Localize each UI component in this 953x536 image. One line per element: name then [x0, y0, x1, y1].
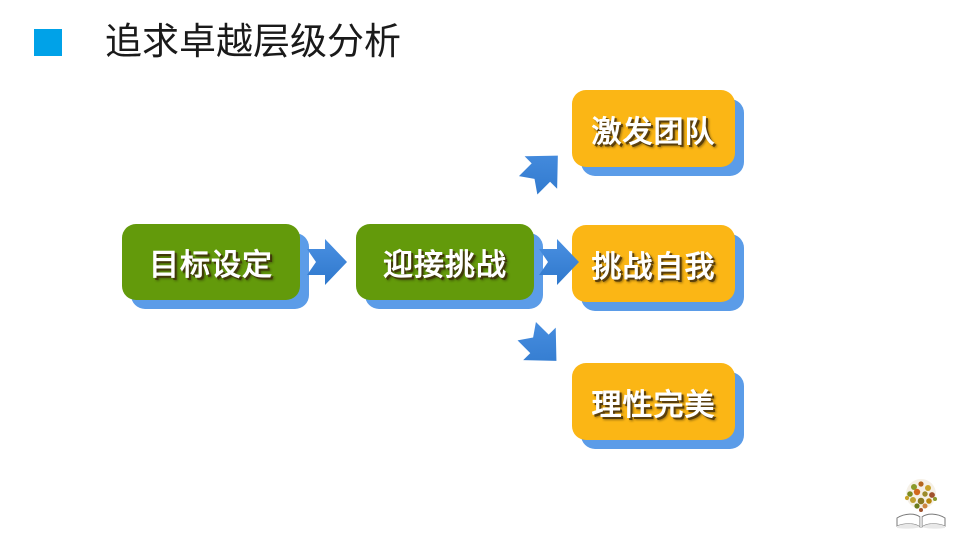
process-node-self[interactable]: 挑战自我 [572, 225, 744, 311]
book-tree-logo-icon [893, 474, 949, 530]
arrow-up-right-icon [517, 143, 569, 195]
node-label: 迎接挑战 [383, 248, 507, 283]
process-node-challenge[interactable]: 迎接挑战 [356, 224, 543, 309]
page-title-text: 追求卓越层级分析 [105, 20, 401, 63]
node-label: 目标设定 [149, 248, 273, 283]
process-node-perfect[interactable]: 理性完美 [572, 363, 744, 449]
node-face: 目标设定 [122, 224, 300, 300]
process-node-team[interactable]: 激发团队 [572, 90, 744, 176]
node-label: 理性完美 [591, 387, 716, 423]
page-title: 追求卓越层级分析 [34, 18, 401, 66]
node-face: 挑战自我 [572, 225, 735, 302]
node-face: 理性完美 [572, 363, 735, 440]
node-face: 迎接挑战 [356, 224, 534, 300]
node-label: 挑战自我 [591, 249, 716, 285]
arrow-right-icon [305, 237, 349, 287]
node-label: 激发团队 [591, 114, 716, 150]
arrow-right-icon [537, 237, 581, 287]
square-bullet-icon [34, 28, 62, 56]
node-face: 激发团队 [572, 90, 735, 167]
arrow-down-right-icon [517, 320, 569, 372]
process-node-goal[interactable]: 目标设定 [122, 224, 309, 309]
